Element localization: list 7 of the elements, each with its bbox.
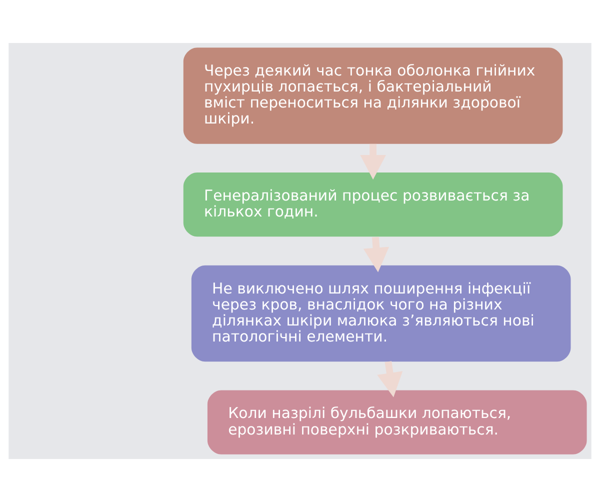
node-box: Генералізований процес розвивається за кількох годин. [183, 172, 563, 236]
node-box: Коли назрілі бульбашки лопаються, ерозивні поверхні розкриваються. [207, 390, 587, 454]
node-box: Через деякий час тонка оболонка гнійних пухирців лопається, і бактеріальний вміст переноситься на ділянки здорової шкіри. [183, 47, 563, 144]
arrow [360, 143, 386, 180]
arrow [377, 360, 403, 397]
node-box: Не виключено шлях поширення інфекції через кров, внаслідок чого на різних ділянках шкіри малюка з’являються нові патологічні елементи. [191, 264, 571, 362]
arrow [363, 236, 390, 272]
